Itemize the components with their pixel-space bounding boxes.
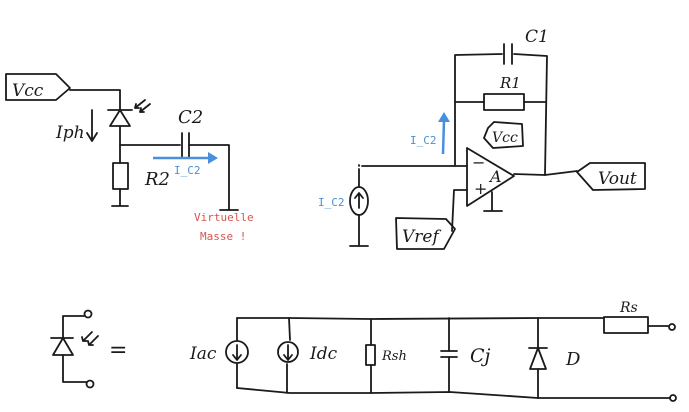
virtual-ground-note-2: Masse !	[200, 230, 246, 243]
vref-port	[395, 217, 456, 250]
terminal	[669, 394, 677, 402]
opamp-ground	[483, 191, 503, 212]
r1-label: R1	[499, 74, 521, 92]
photodiode-symbol	[107, 109, 133, 127]
terminal	[83, 309, 93, 319]
idc-source	[277, 341, 299, 363]
virtual-ground-note: Virtuelle	[194, 211, 254, 224]
vcc-label: Vcc	[492, 130, 518, 146]
resistor-r1	[483, 93, 525, 111]
resistor-r2	[112, 162, 129, 190]
current-label: I_C2	[410, 134, 437, 147]
iph-arrow-icon	[86, 109, 98, 142]
opamp-label: A	[488, 167, 502, 186]
vcc-label: Vcc	[12, 81, 44, 101]
source-arrow-icon	[232, 344, 242, 361]
wire	[62, 315, 85, 339]
wire	[513, 53, 548, 176]
capacitor-cj	[440, 350, 458, 358]
vref-label: Vref	[402, 227, 441, 247]
cj-label: Cj	[470, 345, 491, 367]
opamp-plus: +	[474, 179, 487, 198]
c2-label: C2	[178, 107, 203, 128]
capacitor-c2	[181, 132, 190, 158]
wire	[62, 354, 87, 383]
source-arrow-icon	[354, 192, 364, 209]
diode-d	[528, 347, 548, 370]
terminal	[85, 379, 95, 389]
resistor-rsh	[365, 344, 376, 366]
capacitor-c1	[503, 43, 513, 65]
terminal	[668, 323, 676, 331]
rs-label: Rs	[619, 300, 638, 316]
resistor-rs	[603, 316, 649, 334]
wire	[513, 170, 578, 176]
wire	[358, 164, 468, 167]
iac-label: Iac	[189, 344, 217, 364]
current-arrow	[441, 119, 446, 155]
d-label: D	[565, 349, 581, 370]
vcc-port	[483, 121, 524, 149]
wire	[451, 189, 468, 232]
idc-label: Idc	[309, 344, 338, 364]
wire	[454, 53, 503, 166]
photodiode-circuit: Vcc Iph C2 R2 I_C2 Virtuelle Masse !	[5, 73, 254, 243]
iac-source	[225, 340, 249, 364]
wire	[349, 214, 369, 247]
wire	[69, 89, 121, 111]
bottom-rail	[236, 387, 671, 399]
wire	[111, 188, 129, 207]
r2-label: R2	[144, 169, 170, 190]
wire	[286, 317, 291, 394]
vout-port	[576, 162, 646, 191]
arrowhead	[438, 112, 450, 122]
opamp-minus: −	[472, 153, 485, 172]
c1-label: C1	[525, 27, 549, 47]
rsh-label: Rsh	[381, 349, 407, 364]
wire	[188, 144, 230, 211]
source-arrow-icon	[283, 344, 293, 361]
top-rail	[236, 317, 605, 320]
light-arrows-icon	[81, 331, 99, 346]
photodiode-symbol	[50, 337, 74, 356]
opamp-symbol	[466, 147, 515, 207]
photodiode-equivalent-circuit: = Iac Idc Rsh Cj D Rs	[50, 300, 677, 402]
vcc-port	[5, 73, 71, 101]
current-source-label: I_C2	[318, 196, 345, 209]
equals-sign: =	[109, 338, 127, 363]
arrowhead	[208, 152, 218, 164]
transimpedance-amplifier: C1 R1 Vcc I_C2 − + A I_C2 Vref Vout	[318, 27, 646, 250]
light-arrows-icon	[134, 99, 151, 113]
vout-label: Vout	[598, 169, 637, 189]
current-label: I_C2	[174, 164, 201, 177]
iph-label: Iph	[55, 123, 85, 143]
